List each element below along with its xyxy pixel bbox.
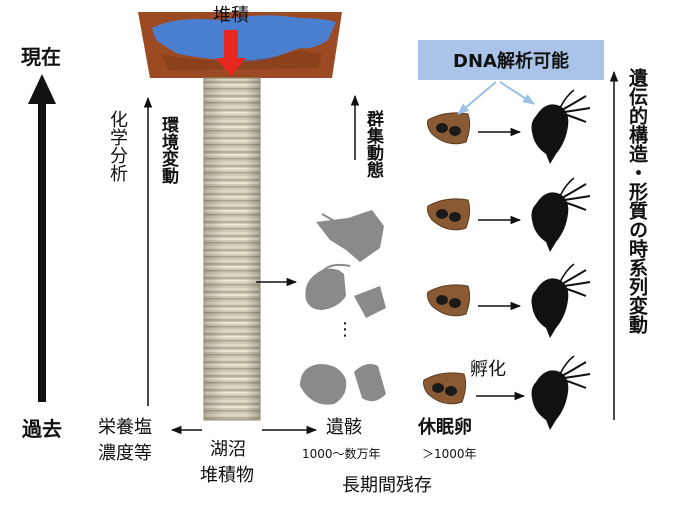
past-label: 過去 — [22, 417, 62, 441]
chemical-analysis-label: 化学分析 — [107, 110, 128, 182]
resting-eggs-label: 休眠卵 — [418, 417, 472, 438]
daphnia-2 — [530, 177, 591, 253]
resting-egg-3 — [427, 284, 471, 317]
sediment-label-line1: 湖沼 — [210, 439, 246, 460]
dna-analysis-label: DNA解析可能 — [453, 51, 569, 72]
time-arrow — [28, 74, 56, 402]
ellipsis: ⋮ — [336, 319, 354, 340]
dna-arrow-egg — [457, 81, 497, 115]
eggs-age-label: ＞1000年 — [422, 447, 477, 461]
dna-analysis-box: DNA解析可能 — [418, 40, 604, 80]
lake-basin — [138, 12, 342, 78]
daphnia-1 — [530, 89, 591, 165]
time-series-change-label: 遺伝的構造・形質の時系列変動 — [626, 68, 648, 334]
resting-egg-2 — [427, 198, 471, 231]
deposition-label: 堆積 — [213, 5, 249, 26]
deposition-arrow — [216, 30, 246, 76]
sediment-label-line2: 堆積物 — [200, 465, 254, 486]
nutrients-label-line1: 栄養塩 — [98, 417, 152, 438]
remains-group — [300, 210, 386, 405]
daphnia-3 — [530, 263, 591, 339]
resting-egg-4 — [423, 372, 467, 405]
dna-arrow-daphnia — [499, 81, 536, 105]
resting-egg-1 — [427, 112, 471, 145]
sediment-core — [203, 77, 261, 421]
daphnia-4 — [530, 355, 591, 431]
community-dynamics-label: 群集動態 — [363, 110, 383, 178]
long-term-survival-label: 長期間残存 — [342, 475, 432, 496]
nutrients-label-line2: 濃度等 — [98, 443, 152, 464]
remains-age-label: 1000〜数万年 — [302, 447, 381, 461]
remains-label: 遺骸 — [326, 417, 362, 438]
hatching-label: 孵化 — [470, 359, 506, 380]
present-label: 現在 — [21, 45, 61, 69]
environmental-change-label: 環境変動 — [158, 116, 178, 184]
